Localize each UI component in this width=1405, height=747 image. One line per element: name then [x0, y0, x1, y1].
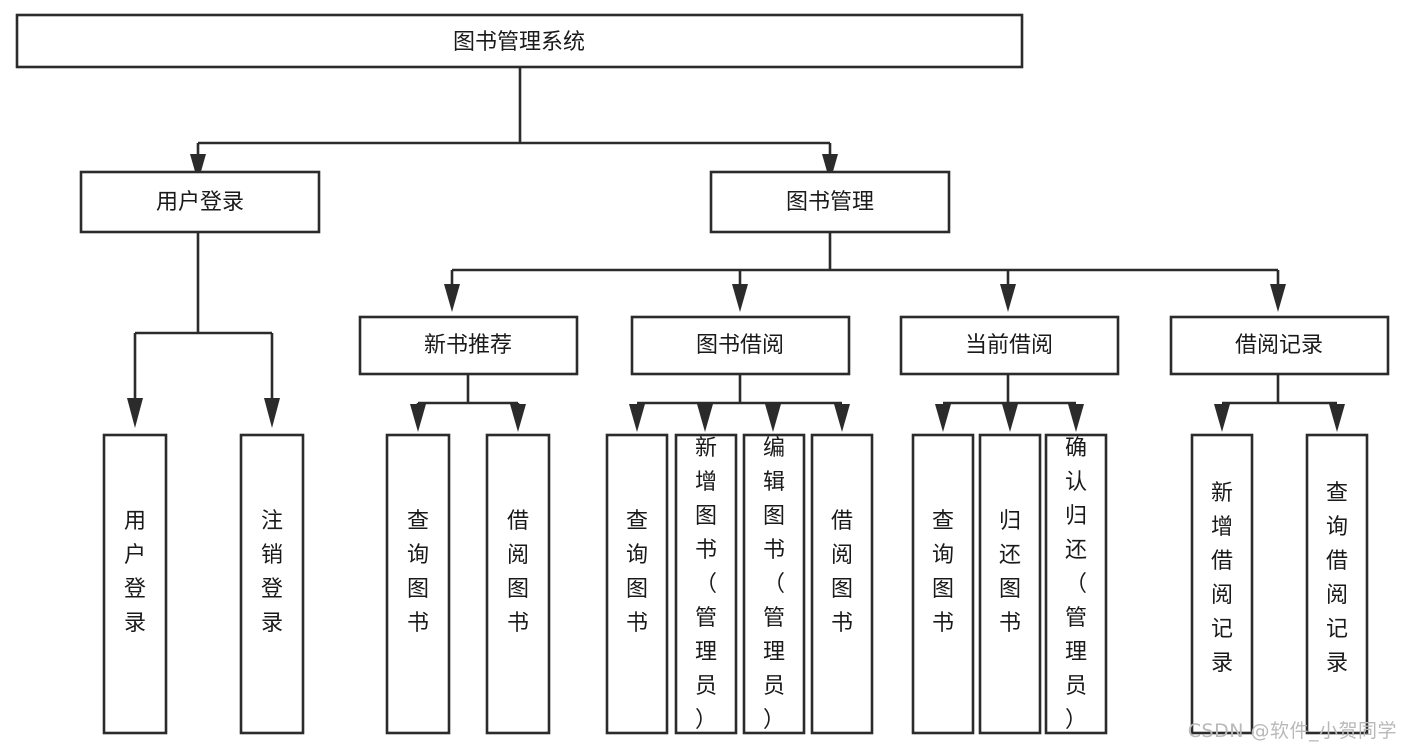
- leaf-nbr-borrow-book-box[interactable]: [485, 433, 551, 735]
- node-new-book-recommend[interactable]: 新书推荐: [358, 315, 579, 376]
- arrow-book-mgmt-borrow: [732, 284, 748, 312]
- leaf-node[interactable]: 查询图书: [605, 433, 669, 735]
- leaf-br-query-record-box[interactable]: [1305, 433, 1369, 735]
- arrow-user-login-leaf-1: [127, 398, 143, 428]
- leaf-nbr-query-book-label: 查询图书: [407, 509, 429, 636]
- leaf-nbr-borrow-book-label: 借阅图书: [507, 509, 529, 636]
- leaf-logout-label: 注销登录: [261, 509, 283, 636]
- leaf-bb-borrow-book-box[interactable]: [810, 433, 874, 735]
- leaf-node[interactable]: 查询图书: [385, 433, 451, 735]
- connector-current-borrow-fanout: [943, 374, 1076, 405]
- connector-group-borrow: [629, 374, 850, 432]
- leaf-node[interactable]: 查询图书: [911, 433, 975, 735]
- node-root[interactable]: 图书管理系统: [15, 13, 1024, 69]
- node-book-management-label: 图书管理: [786, 190, 874, 215]
- leaf-node[interactable]: 确认归还（管理员）: [1044, 433, 1108, 735]
- leaf-node[interactable]: 注销登录: [239, 433, 305, 735]
- arrow-new-book-leaf-1: [410, 404, 426, 432]
- connector-user-login-fanout: [133, 232, 272, 398]
- arrow-current-leaf-2: [1002, 404, 1018, 432]
- arrow-record-leaf-2: [1329, 404, 1345, 432]
- arrow-record-leaf-1: [1214, 404, 1230, 432]
- leaf-node[interactable]: 用户登录: [102, 433, 168, 735]
- node-user-login-label: 用户登录: [156, 190, 244, 215]
- arrow-book-mgmt-record: [1270, 284, 1286, 312]
- leaf-bb-query-book-label: 查询图书: [626, 509, 648, 636]
- leaf-br-add-record-label: 新增借阅记录: [1211, 481, 1233, 676]
- leaf-bb-edit-book-label: 编辑图书（管理员）: [763, 436, 785, 733]
- leaf-node[interactable]: 归还图书: [978, 433, 1042, 735]
- leaf-cb-confirm-return-label: 确认归还（管理员）: [1065, 436, 1087, 733]
- node-book-borrow-box[interactable]: [630, 315, 851, 376]
- node-book-borrow-label: 图书借阅: [696, 333, 784, 358]
- leaf-br-add-record-box[interactable]: [1190, 433, 1254, 735]
- node-current-borrow-box[interactable]: [899, 315, 1120, 376]
- connector-book-mgmt-bar: [452, 232, 1278, 272]
- leaf-node[interactable]: 借阅图书: [485, 433, 551, 735]
- node-user-login-box[interactable]: [79, 170, 321, 234]
- arrow-borrow-leaf-1: [629, 404, 645, 432]
- node-current-borrow-label: 当前借阅: [965, 333, 1053, 358]
- leaf-cb-query-book-label: 查询图书: [932, 509, 954, 636]
- arrow-user-login-leaf-2: [264, 398, 280, 428]
- connector-group-new-book: [410, 374, 526, 432]
- node-new-book-recommend-label: 新书推荐: [424, 333, 512, 358]
- leaf-bb-add-book-label: 新增图书（管理员）: [695, 436, 717, 733]
- leaf-user-login-label: 用户登录: [124, 509, 146, 636]
- connector-root-to-level2: [196, 67, 830, 162]
- arrow-root-to-user-login: [190, 154, 206, 182]
- connector-group-root: [190, 67, 838, 182]
- leaf-nbr-query-book-box[interactable]: [385, 433, 451, 735]
- leaf-cb-return-book-label: 归还图书: [999, 509, 1021, 636]
- arrow-book-mgmt-current: [1000, 284, 1016, 312]
- csdn-watermark: CSDN @软件_小贺同学: [1187, 720, 1397, 742]
- arrow-book-mgmt-new-book: [444, 284, 460, 312]
- arrow-borrow-leaf-3: [765, 404, 781, 432]
- arrow-current-leaf-1: [935, 404, 951, 432]
- node-new-book-recommend-box[interactable]: [358, 315, 579, 376]
- connector-borrow-fanout: [637, 374, 842, 405]
- node-current-borrow[interactable]: 当前借阅: [899, 315, 1120, 376]
- node-borrow-record-label: 借阅记录: [1235, 333, 1323, 358]
- leaf-logout-box[interactable]: [239, 433, 305, 735]
- node-book-management[interactable]: 图书管理: [709, 170, 951, 234]
- leaf-bb-borrow-book-label: 借阅图书: [831, 509, 853, 636]
- arrow-borrow-leaf-2: [697, 404, 713, 432]
- connector-group-book-mgmt: [444, 232, 1286, 312]
- connector-group-user-login: [127, 232, 280, 428]
- node-root-box[interactable]: [15, 13, 1024, 69]
- node-book-management-box[interactable]: [709, 170, 951, 234]
- leaf-cb-query-book-box[interactable]: [911, 433, 975, 735]
- arrow-borrow-leaf-4: [834, 404, 850, 432]
- connector-group-current-borrow: [935, 374, 1084, 432]
- node-book-borrow[interactable]: 图书借阅: [630, 315, 851, 376]
- arrow-new-book-leaf-2: [510, 404, 526, 432]
- connector-group-borrow-record: [1214, 374, 1345, 432]
- leaf-br-query-record-label: 查询借阅记录: [1326, 481, 1348, 676]
- connector-borrow-record-fanout: [1222, 374, 1337, 405]
- node-borrow-record-box[interactable]: [1169, 315, 1390, 376]
- leaf-bb-add-book-box[interactable]: [674, 433, 738, 735]
- leaf-bb-edit-book-box[interactable]: [742, 433, 806, 735]
- leaf-node[interactable]: 编辑图书（管理员）: [742, 433, 806, 735]
- leaf-node[interactable]: 查询借阅记录: [1305, 433, 1369, 735]
- leaf-node[interactable]: 借阅图书: [810, 433, 874, 735]
- arrow-root-to-book-mgmt: [822, 154, 838, 182]
- leaf-cb-return-book-box[interactable]: [978, 433, 1042, 735]
- node-user-login[interactable]: 用户登录: [79, 170, 321, 234]
- leaf-cb-confirm-return-box[interactable]: [1044, 433, 1108, 735]
- leaf-bb-query-book-box[interactable]: [605, 433, 669, 735]
- node-borrow-record[interactable]: 借阅记录: [1169, 315, 1390, 376]
- leaf-user-login-box[interactable]: [102, 433, 168, 735]
- connector-new-book-fanout: [416, 374, 518, 408]
- leaf-node[interactable]: 新增图书（管理员）: [674, 433, 738, 735]
- arrow-current-leaf-3: [1068, 404, 1084, 432]
- node-root-label: 图书管理系统: [453, 30, 585, 55]
- leaf-node[interactable]: 新增借阅记录: [1190, 433, 1254, 735]
